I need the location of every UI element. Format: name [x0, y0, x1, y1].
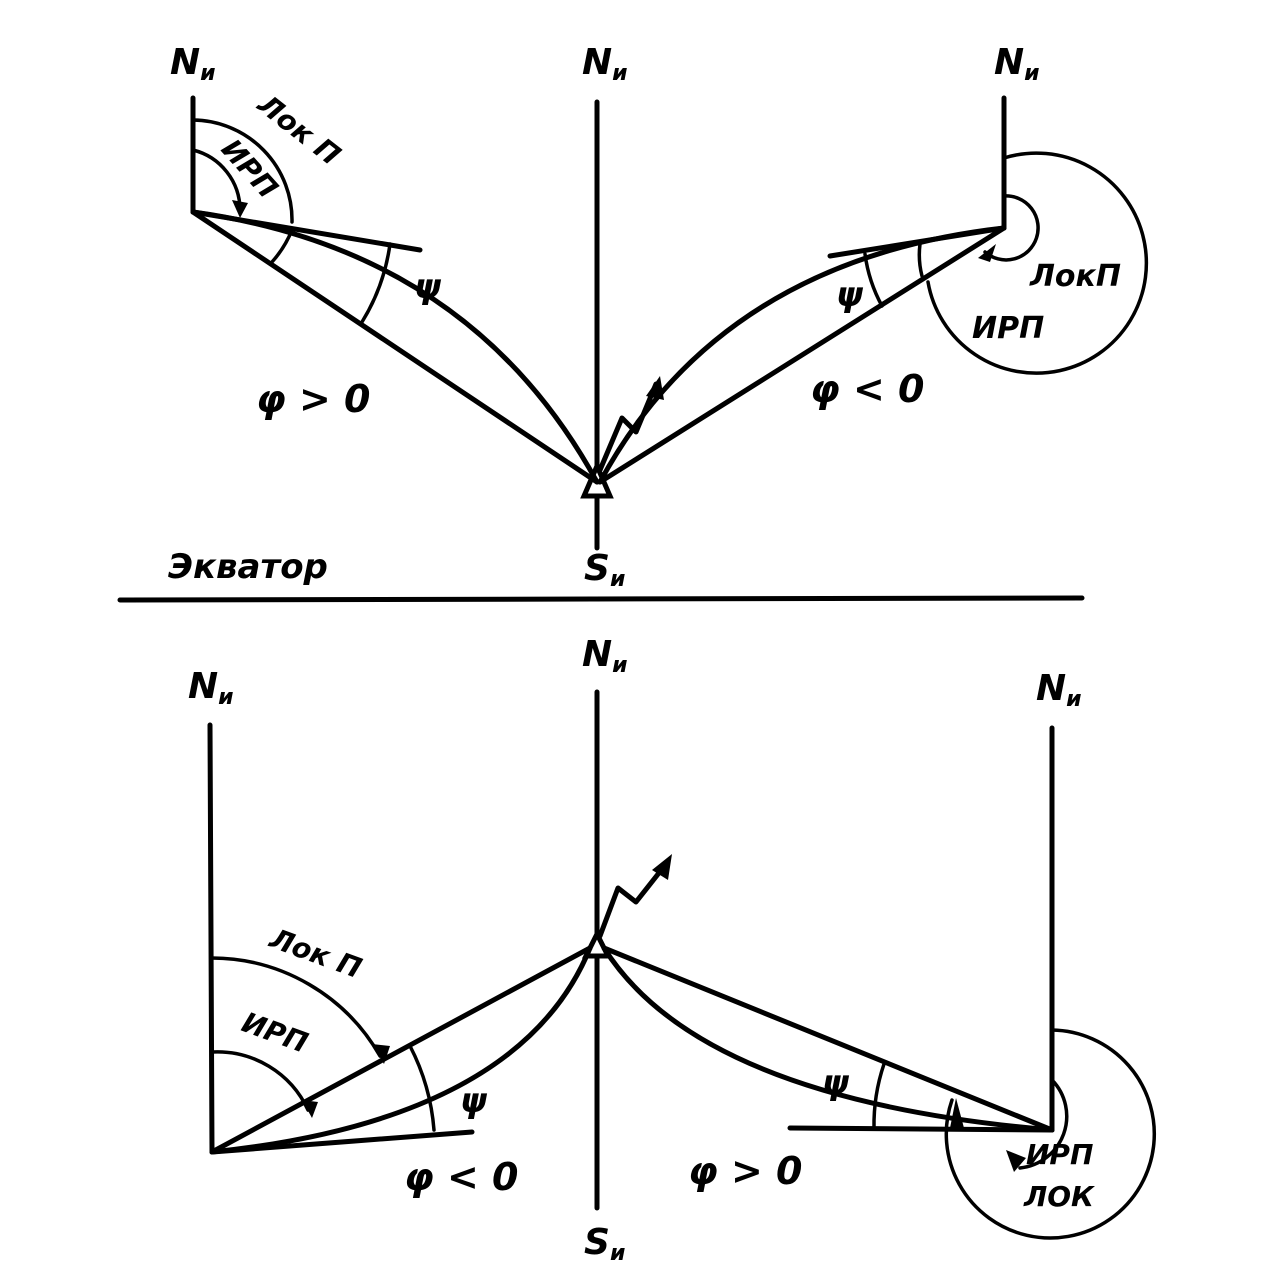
top-left-lokp-label: Лок П: [251, 87, 347, 172]
top-left-irp-arrow: [232, 200, 248, 218]
top-right-lokp-circle: [926, 151, 1149, 375]
equator-line: [117, 595, 1085, 603]
bottom-left-orthodrome: [209, 945, 593, 1155]
bottom-left-phi-label: φ < 0: [404, 1155, 518, 1199]
top-left-north-label: Nи: [170, 42, 216, 86]
top-south-label: Sи: [584, 548, 625, 592]
bottom-left-psi-label: ψ: [460, 1081, 488, 1121]
top-right-lokp-label: ЛокП: [1029, 259, 1121, 294]
top-signal-arrowhead: [646, 376, 664, 400]
top-left-psi-label: ψ: [414, 267, 442, 307]
bottom-left-rhumb-line: [209, 945, 593, 1155]
bottom-right-phi-label: φ > 0: [688, 1149, 802, 1193]
top-right-tangent: [827, 225, 1007, 259]
top-center-north-label: Nи: [582, 42, 628, 86]
top-right-phi-label: φ < 0: [810, 367, 924, 411]
bottom-left-meridian: [207, 722, 215, 1155]
top-right-rhumb-line: [597, 225, 1007, 485]
bottom-south-label: Sи: [584, 1222, 625, 1266]
bottom-right-psi-arc: [872, 1062, 886, 1130]
bottom-right-small-arrow: [950, 1098, 964, 1128]
bottom-left-north-label: Nи: [188, 666, 234, 710]
bottom-right-irp-arrow: [1006, 1150, 1026, 1172]
top-left-phi-label: φ > 0: [256, 377, 370, 421]
bottom-right-rhumb-line: [601, 945, 1055, 1133]
top-left-psi-arc: [360, 242, 392, 324]
bottom-right-psi-label: ψ: [822, 1063, 850, 1103]
bottom-left-psi-arc: [408, 1044, 436, 1132]
bottom-right-irp-arc: [1018, 1078, 1069, 1170]
equator-label: Экватор: [168, 547, 328, 587]
top-left-irp-arc: [191, 148, 242, 212]
bottom-left-irp-arc: [210, 1050, 310, 1112]
bottom-signal-arrowhead: [652, 854, 672, 880]
top-left-lokp-arc: [191, 118, 294, 224]
bottom-left-lokp-label: Лок П: [265, 921, 366, 985]
bottom-right-lok-circle: [944, 1028, 1157, 1240]
top-right-irp-label: ИРП: [972, 311, 1044, 346]
top-right-psi-arc: [863, 252, 884, 308]
top-right-irp-arrow: [978, 244, 996, 262]
top-left-rhumb-line: [190, 209, 600, 485]
top-right-north-label: Nи: [994, 42, 1040, 86]
bottom-right-north-label: Nи: [1036, 668, 1082, 712]
top-right-small-arc: [917, 242, 924, 278]
bottom-signal-arrow: [597, 861, 669, 939]
bottom-center-north-label: Nи: [582, 634, 628, 678]
bottom-right-lok-label: ЛОК: [1023, 1180, 1096, 1213]
top-signal-arrow: [597, 381, 659, 473]
bottom-left-irp-arrow: [302, 1100, 318, 1118]
bottom-left-lokp-arc: [210, 956, 382, 1058]
top-left-tangent: [190, 209, 423, 253]
bottom-left-lokp-arrow: [372, 1044, 390, 1064]
bottom-left-tangent: [209, 1129, 475, 1155]
bottom-right-tangent: [787, 1125, 1055, 1133]
top-left-small-arc: [270, 228, 294, 264]
bottom-right-irp-label: ИРП: [1026, 1138, 1093, 1171]
top-right-psi-label: ψ: [836, 275, 864, 315]
bottom-left-irp-label: ИРП: [238, 1006, 313, 1060]
top-right-irp-circle: [983, 194, 1040, 262]
